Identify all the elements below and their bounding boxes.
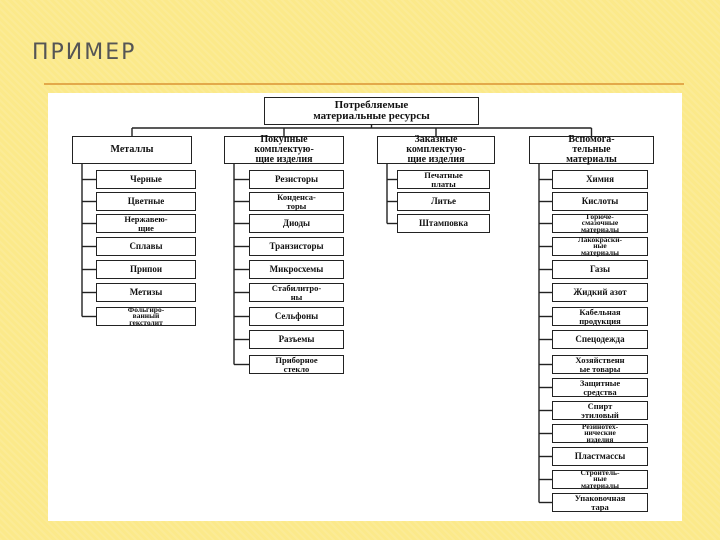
item-node: Диоды — [249, 214, 344, 233]
item-node: Резинотех- нические изделия — [552, 423, 648, 443]
item-node: Приборное стекло — [249, 355, 344, 374]
item-node: Спецодежда — [552, 330, 648, 349]
item-node: Разъемы — [249, 330, 344, 349]
category-node: Металлы — [72, 136, 192, 164]
category-node: Заказные комплектую- щие изделия — [377, 135, 495, 165]
item-node: Конденса- торы — [249, 192, 344, 211]
item-node: Метизы — [96, 283, 196, 302]
item-node: Защитные средства — [552, 378, 648, 397]
root-node: Потребляемые материальные ресурсы — [264, 97, 479, 125]
item-node: Транзисторы — [249, 237, 344, 256]
title-underline — [44, 83, 684, 85]
item-node: Хозяйственн ые товары — [552, 355, 648, 374]
item-node: Пластмассы — [552, 447, 648, 466]
item-node: Фольгиро- ванный гекстолит — [96, 306, 196, 326]
item-node: Цветные — [96, 192, 196, 211]
item-node: Упаковочная тара — [552, 493, 648, 512]
item-node: Строитель- ные материалы — [552, 469, 648, 489]
item-node: Спирт этиловый — [552, 401, 648, 420]
item-node: Горюче- смазочные материалы — [552, 213, 648, 233]
item-node: Припои — [96, 260, 196, 279]
item-node: Резисторы — [249, 170, 344, 189]
item-node: Жидкий азот — [552, 283, 648, 302]
item-node: Лакокраски- ные материалы — [552, 236, 648, 256]
item-node: Нержавею- щие — [96, 214, 196, 233]
item-node: Кабельная продукция — [552, 307, 648, 326]
slide-title: ПРИМЕР — [32, 40, 137, 65]
item-node: Стабилитро- ны — [249, 283, 344, 302]
item-node: Газы — [552, 260, 648, 279]
item-node: Литье — [397, 192, 490, 211]
item-node: Кислоты — [552, 192, 648, 211]
item-node: Химия — [552, 170, 648, 189]
item-node: Штамповка — [397, 214, 490, 233]
item-node: Сплавы — [96, 237, 196, 256]
item-node: Печатные платы — [397, 170, 490, 189]
category-node: Вспомога- тельные материалы — [529, 135, 654, 165]
item-node: Микросхемы — [249, 260, 344, 279]
category-node: Покупные комплектую- щие изделия — [224, 135, 344, 165]
item-node: Черные — [96, 170, 196, 189]
item-node: Сельфоны — [249, 307, 344, 326]
